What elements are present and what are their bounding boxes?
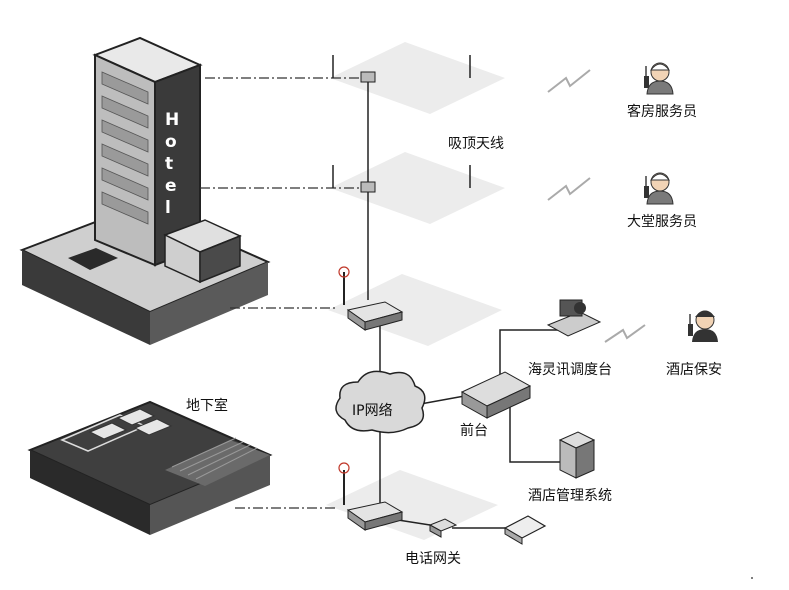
- hotel-sign-letter-3: t: [165, 154, 173, 174]
- coverage-zone-floor-2: [330, 152, 505, 224]
- base-station-upper: [338, 266, 404, 331]
- coverage-zone-floor-1: [330, 42, 505, 114]
- label-security: 酒店保安: [666, 362, 722, 378]
- hotel-sign-letter-2: o: [165, 132, 177, 152]
- dispatch-console-icon: [546, 299, 602, 337]
- label-management-system: 酒店管理系统: [528, 488, 612, 504]
- label-room-staff: 客房服务员: [627, 104, 697, 120]
- label-dispatch-console: 海灵讯调度台: [528, 362, 612, 378]
- worker-radio-icon: [643, 62, 674, 95]
- ceiling-antenna-floor-1: [332, 55, 471, 83]
- hotel-sign-letter-4: e: [165, 176, 177, 196]
- desk-phone-icon: [503, 515, 547, 545]
- hotel-building: [19, 36, 271, 345]
- hotel-sign-letter-1: H: [165, 110, 179, 130]
- label-lobby-staff: 大堂服务员: [627, 214, 697, 230]
- worker-radio-icon: [643, 172, 674, 205]
- coverage-zone-basement: [326, 470, 498, 540]
- wireless-zigzag-icon: [547, 69, 646, 343]
- guard-radio-icon: [688, 310, 718, 342]
- basement-building: [27, 400, 273, 535]
- front-desk-switch: [460, 371, 532, 419]
- hotel-sign-letter-5: l: [165, 198, 171, 218]
- hotel-sign: H o t e l: [165, 110, 179, 218]
- ip-network-cloud: [335, 370, 426, 434]
- label-front-desk: 前台: [460, 423, 488, 439]
- label-phone-gateway: 电话网关: [405, 551, 461, 567]
- server-tower-icon: [558, 431, 596, 479]
- base-station-lower: [338, 462, 404, 531]
- ceiling-antenna-floor-2: [332, 165, 471, 193]
- label-ceiling-antenna: 吸顶天线: [448, 136, 504, 152]
- label-basement: 地下室: [186, 398, 228, 414]
- coverage-zone-floor-3: [328, 274, 502, 346]
- label-ip-network: IP网络: [352, 403, 393, 419]
- phone-gateway: [428, 518, 458, 538]
- corner-dot: [751, 577, 753, 579]
